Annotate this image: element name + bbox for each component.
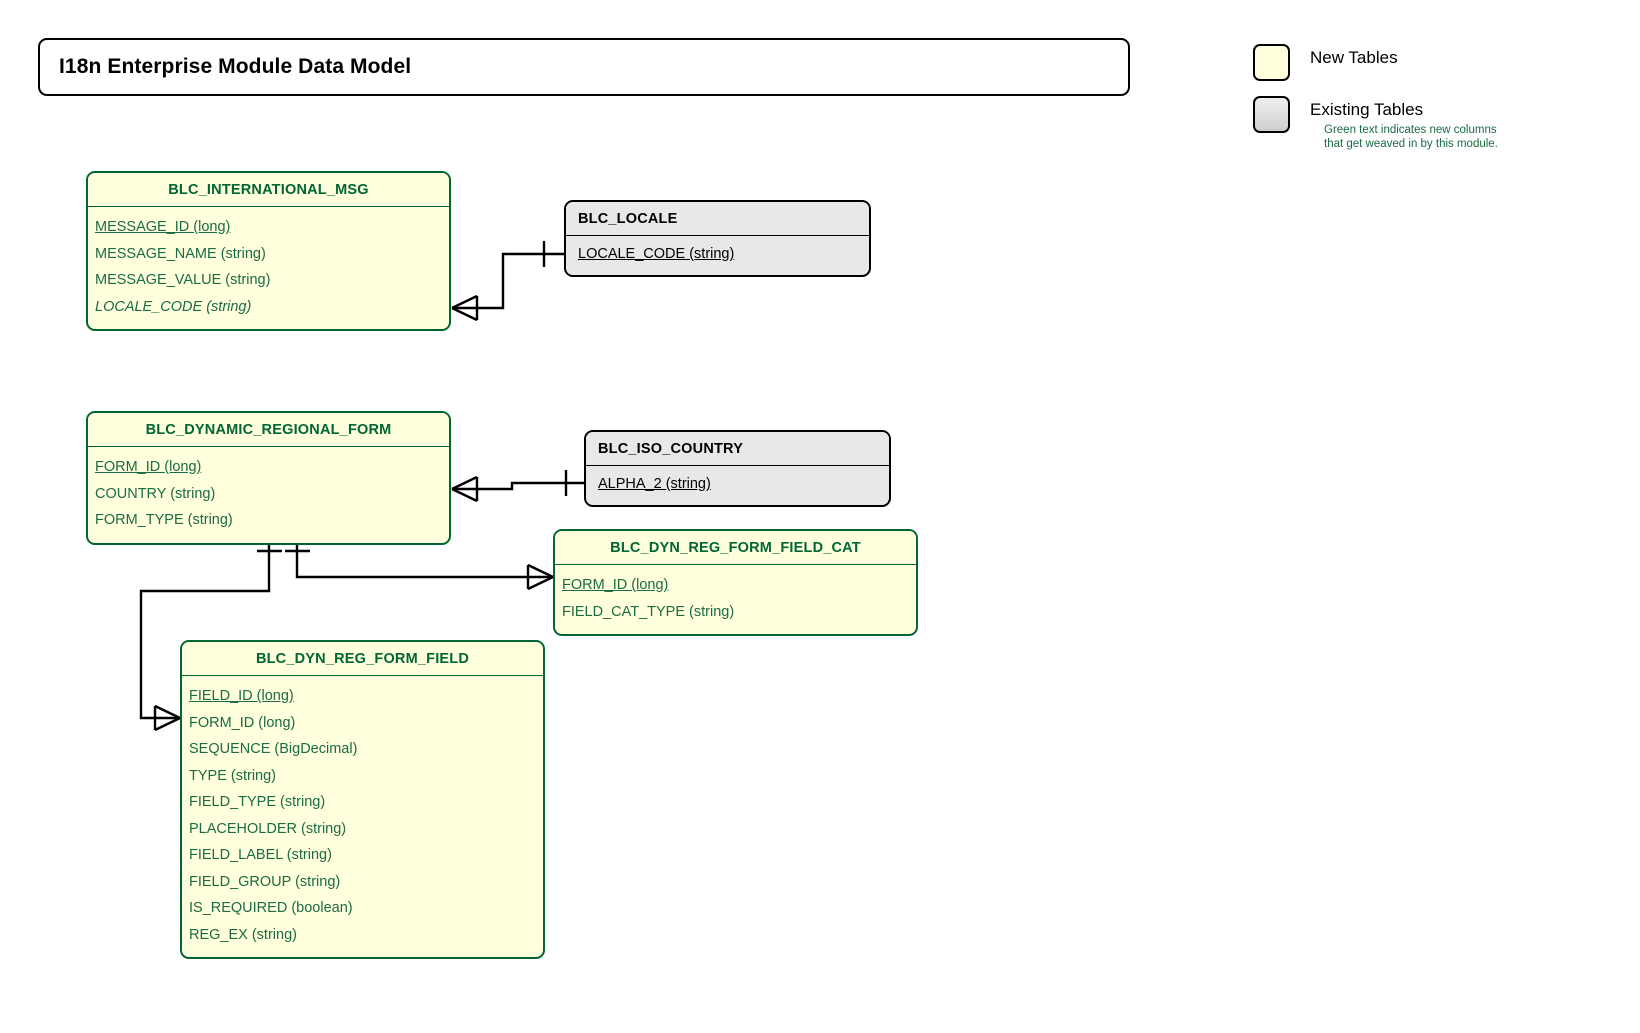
legend-new-textwrap: New Tables: [1310, 44, 1398, 68]
table-column: FIELD_CAT_TYPE (string): [562, 603, 735, 620]
table-column: TYPE (string): [189, 767, 277, 784]
table-title: BLC_DYN_REG_FORM_FIELD_CAT: [555, 531, 916, 565]
diagram-title-box: I18n Enterprise Module Data Model: [38, 38, 1130, 96]
table-blc-locale[interactable]: BLC_LOCALE LOCALE_CODE (string): [564, 200, 871, 277]
table-column: MESSAGE_ID (long): [95, 219, 231, 235]
table-column: SEQUENCE (BigDecimal): [189, 741, 358, 757]
table-title: BLC_DYNAMIC_REGIONAL_FORM: [88, 413, 449, 447]
table-title: BLC_LOCALE: [566, 202, 869, 236]
table-column: REG_EX (string): [189, 926, 297, 943]
table-title: BLC_DYN_REG_FORM_FIELD: [182, 642, 543, 676]
table-column: FORM_ID (long): [189, 714, 296, 731]
table-blc-dynamic-regional-form[interactable]: BLC_DYNAMIC_REGIONAL_FORM FORM_ID (long)…: [86, 411, 451, 545]
legend-existing-textwrap: Existing Tables Green text indicates new…: [1310, 96, 1498, 151]
legend: New Tables Existing Tables Green text in…: [1253, 44, 1593, 166]
page-title: I18n Enterprise Module Data Model: [59, 55, 412, 78]
table-columns: FIELD_ID (long) FORM_ID (long) SEQUENCE …: [182, 676, 543, 957]
table-blc-dyn-reg-form-field[interactable]: BLC_DYN_REG_FORM_FIELD FIELD_ID (long) F…: [180, 640, 545, 959]
table-column: FORM_ID (long): [95, 459, 202, 475]
legend-label-existing: Existing Tables: [1310, 100, 1424, 119]
table-blc-iso-country[interactable]: BLC_ISO_COUNTRY ALPHA_2 (string): [584, 430, 891, 507]
table-title: BLC_INTERNATIONAL_MSG: [88, 173, 449, 207]
legend-row-existing: Existing Tables Green text indicates new…: [1253, 96, 1593, 151]
table-column: IS_REQUIRED (boolean): [189, 900, 353, 916]
legend-label-new: New Tables: [1310, 48, 1398, 67]
legend-swatch-new-icon: [1253, 44, 1290, 81]
table-column: ALPHA_2 (string): [598, 476, 711, 492]
table-column: FIELD_GROUP (string): [189, 873, 341, 890]
table-column: LOCALE_CODE (string): [95, 298, 252, 315]
legend-swatch-existing-icon: [1253, 96, 1290, 133]
table-column: FORM_TYPE (string): [95, 512, 233, 528]
legend-row-new: New Tables: [1253, 44, 1593, 81]
table-column: FIELD_TYPE (string): [189, 794, 326, 810]
table-title: BLC_ISO_COUNTRY: [586, 432, 889, 466]
table-column: FIELD_LABEL (string): [189, 847, 332, 863]
table-column: PLACEHOLDER (string): [189, 820, 347, 837]
link-international-msg-to-locale: [451, 241, 564, 322]
table-column: MESSAGE_VALUE (string): [95, 272, 271, 288]
table-columns: ALPHA_2 (string): [586, 466, 889, 505]
table-blc-dyn-reg-form-field-cat[interactable]: BLC_DYN_REG_FORM_FIELD_CAT FORM_ID (long…: [553, 529, 918, 636]
table-column: COUNTRY (string): [95, 485, 216, 502]
link-regional-form-to-iso-country: [451, 470, 584, 503]
table-columns: FORM_ID (long) COUNTRY (string) FORM_TYP…: [88, 447, 449, 543]
table-column: LOCALE_CODE (string): [578, 246, 735, 262]
table-columns: LOCALE_CODE (string): [566, 236, 869, 275]
table-column: FORM_ID (long): [562, 577, 669, 593]
legend-note: Green text indicates new columns that ge…: [1324, 124, 1498, 150]
table-columns: FORM_ID (long) FIELD_CAT_TYPE (string): [555, 565, 916, 634]
table-column: FIELD_ID (long): [189, 688, 294, 704]
table-blc-international-msg[interactable]: BLC_INTERNATIONAL_MSG MESSAGE_ID (long) …: [86, 171, 451, 331]
table-columns: MESSAGE_ID (long) MESSAGE_NAME (string) …: [88, 207, 449, 329]
table-column: MESSAGE_NAME (string): [95, 245, 266, 262]
